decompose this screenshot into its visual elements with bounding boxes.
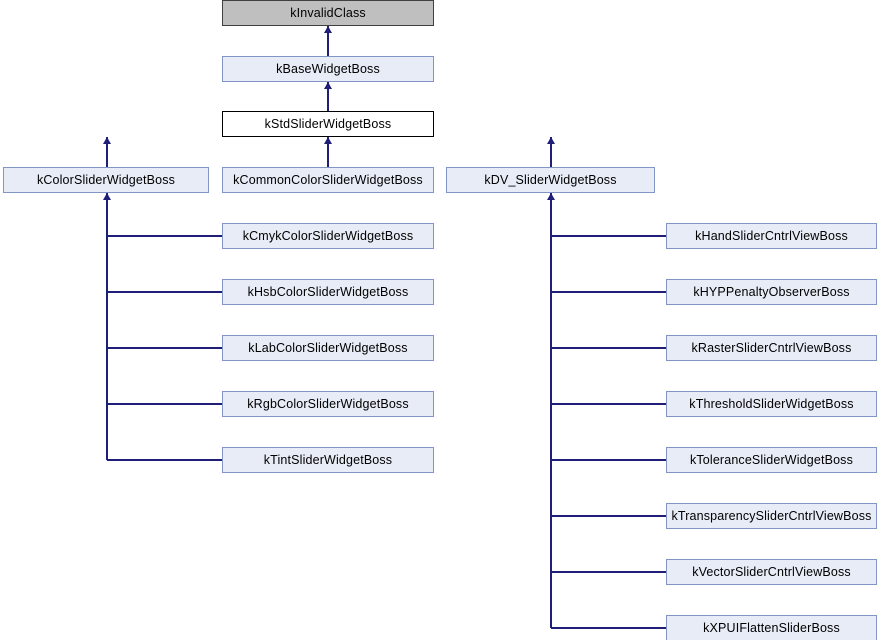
- class-node-kColorSliderWidgetBoss[interactable]: kColorSliderWidgetBoss: [3, 167, 209, 193]
- class-node-kDV_SliderWidgetBoss[interactable]: kDV_SliderWidgetBoss: [446, 167, 655, 193]
- class-node-label: kLabColorSliderWidgetBoss: [248, 340, 408, 355]
- class-node-kLabColorSliderWidgetBoss[interactable]: kLabColorSliderWidgetBoss: [222, 335, 434, 361]
- class-node-label: kBaseWidgetBoss: [276, 61, 380, 76]
- class-node-label: kHsbColorSliderWidgetBoss: [247, 284, 409, 299]
- class-node-label: kXPUIFlattenSliderBoss: [703, 620, 840, 635]
- class-node-kToleranceSliderWidgetBoss[interactable]: kToleranceSliderWidgetBoss: [666, 447, 877, 473]
- class-node-label: kTransparencySliderCntrlViewBoss: [671, 508, 872, 523]
- class-node-label: kInvalidClass: [290, 5, 366, 20]
- class-node-kInvalidClass[interactable]: kInvalidClass: [222, 0, 434, 26]
- class-node-kRgbColorSliderWidgetBoss[interactable]: kRgbColorSliderWidgetBoss: [222, 391, 434, 417]
- class-node-kCommonColorSliderWidgetBoss[interactable]: kCommonColorSliderWidgetBoss: [222, 167, 434, 193]
- arrowhead-conn-base-std: [324, 82, 332, 89]
- class-node-kThresholdSliderWidgetBoss[interactable]: kThresholdSliderWidgetBoss: [666, 391, 877, 417]
- class-node-label: kDV_SliderWidgetBoss: [484, 172, 617, 187]
- class-node-kCmykColorSliderWidgetBoss[interactable]: kCmykColorSliderWidgetBoss: [222, 223, 434, 249]
- class-node-kVectorSliderCntrlViewBoss[interactable]: kVectorSliderCntrlViewBoss: [666, 559, 877, 585]
- class-node-kTintSliderWidgetBoss[interactable]: kTintSliderWidgetBoss: [222, 447, 434, 473]
- class-node-kHYPPenaltyObserverBoss[interactable]: kHYPPenaltyObserverBoss: [666, 279, 877, 305]
- class-node-label: kTintSliderWidgetBoss: [263, 452, 393, 467]
- arrowhead-std-dv: [547, 137, 555, 144]
- class-node-kTransparencySliderCntrlViewBoss[interactable]: kTransparencySliderCntrlViewBoss: [666, 503, 877, 529]
- class-node-label: kHandSliderCntrlViewBoss: [695, 228, 848, 243]
- arrowhead-conn-std-common: [324, 137, 332, 144]
- class-node-label: kRgbColorSliderWidgetBoss: [247, 396, 409, 411]
- class-node-label: kCmykColorSliderWidgetBoss: [242, 228, 414, 243]
- class-node-label: kThresholdSliderWidgetBoss: [689, 396, 854, 411]
- arrowhead-std-color: [103, 137, 111, 144]
- class-node-label: kCommonColorSliderWidgetBoss: [233, 172, 423, 187]
- class-node-label: kRasterSliderCntrlViewBoss: [691, 340, 852, 355]
- class-node-kHsbColorSliderWidgetBoss[interactable]: kHsbColorSliderWidgetBoss: [222, 279, 434, 305]
- arrowhead-bus-dv: [547, 193, 555, 200]
- class-node-kStdSliderWidgetBoss[interactable]: kStdSliderWidgetBoss: [222, 111, 434, 137]
- class-node-label: kToleranceSliderWidgetBoss: [689, 452, 853, 467]
- class-node-label: kStdSliderWidgetBoss: [264, 116, 392, 131]
- class-node-kRasterSliderCntrlViewBoss[interactable]: kRasterSliderCntrlViewBoss: [666, 335, 877, 361]
- class-node-kXPUIFlattenSliderBoss[interactable]: kXPUIFlattenSliderBoss: [666, 615, 877, 640]
- class-node-kHandSliderCntrlViewBoss[interactable]: kHandSliderCntrlViewBoss: [666, 223, 877, 249]
- arrowhead-bus-color: [103, 193, 111, 200]
- class-node-kBaseWidgetBoss[interactable]: kBaseWidgetBoss: [222, 56, 434, 82]
- arrowhead-conn-invalid-base: [324, 26, 332, 33]
- class-node-label: kColorSliderWidgetBoss: [36, 172, 176, 187]
- class-node-label: kHYPPenaltyObserverBoss: [693, 284, 850, 299]
- class-node-label: kVectorSliderCntrlViewBoss: [692, 564, 851, 579]
